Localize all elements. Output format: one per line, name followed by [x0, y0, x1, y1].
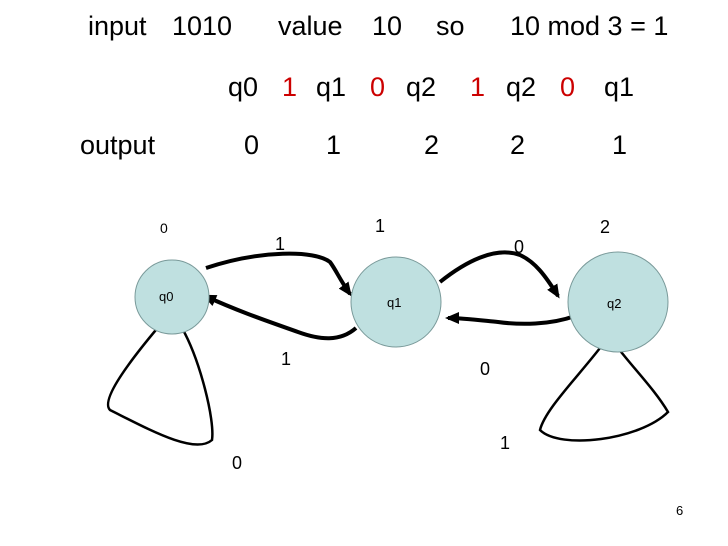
trace-state-4: q1 [604, 72, 635, 102]
state-q1-label: q1 [387, 295, 401, 310]
state-q0-label: q0 [159, 289, 173, 304]
edge-q0-to-q1 [205, 251, 352, 297]
output-4: 1 [612, 130, 628, 160]
input-label: input [88, 11, 147, 41]
edge-q1-to-q0-label: 1 [281, 349, 292, 369]
trace-state-3: q2 [506, 72, 537, 102]
trace-state-0: q0 [228, 72, 259, 102]
edge-q0-to-q1-label: 1 [275, 234, 286, 254]
state-q0-output: 0 [160, 220, 168, 236]
output-0: 0 [244, 130, 260, 160]
edge-q2-to-q1-label: 0 [480, 359, 491, 379]
state-q1-output: 1 [375, 216, 386, 236]
loop-q0-label: 0 [232, 453, 243, 473]
loop-q2 [538, 347, 670, 442]
value-label: value [278, 11, 343, 41]
edge-q1-to-q2 [438, 250, 560, 299]
state-q2-node [567, 251, 669, 353]
output-2: 2 [424, 130, 440, 160]
state-q0-node [134, 259, 210, 335]
state-q1-node [350, 256, 442, 348]
so-label: so [436, 11, 465, 41]
trace-state-2: q2 [406, 72, 437, 102]
output-1: 1 [326, 130, 342, 160]
input-value: 1010 [172, 11, 233, 41]
trace-symbol-3: 0 [560, 72, 576, 102]
edge-q2-to-q1 [445, 312, 576, 326]
edge-q1-to-q0 [202, 294, 358, 341]
trace-symbol-0: 1 [282, 72, 298, 102]
page-number: 6 [676, 503, 684, 518]
edge-q1-to-q2-label: 0 [514, 237, 525, 257]
value-number: 10 [372, 11, 403, 41]
output-3: 2 [510, 130, 526, 160]
trace-symbol-2: 1 [470, 72, 486, 102]
output-label: output [80, 130, 156, 160]
loop-q2-label: 1 [500, 433, 511, 453]
trace-symbol-1: 0 [370, 72, 386, 102]
state-q2-output: 2 [600, 217, 611, 237]
mod-expression: 10 mod 3 = 1 [510, 11, 669, 41]
loop-q0 [106, 317, 214, 446]
state-q2-label: q2 [607, 296, 621, 311]
trace-state-1: q1 [316, 72, 347, 102]
